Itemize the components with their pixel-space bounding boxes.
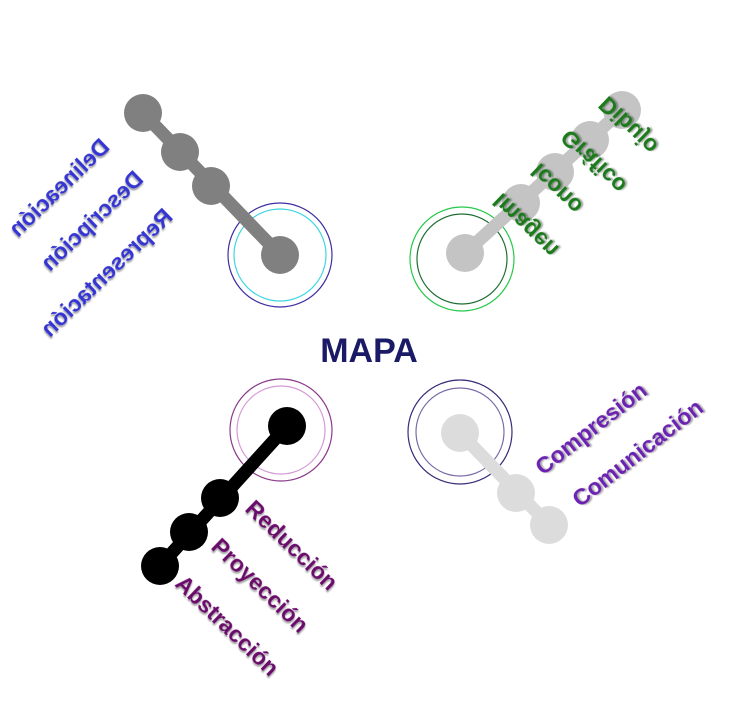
branch-bottom-left-ring-inner xyxy=(236,385,326,475)
branch-bottom-left-ring-outer xyxy=(229,378,333,482)
branch-top-left-node xyxy=(192,167,230,205)
branch-top-left-node xyxy=(161,133,199,171)
branch-bottom-right-node xyxy=(530,506,568,544)
branch-top-right-ring-outer xyxy=(409,206,515,312)
branch-bottom-left-node xyxy=(170,513,208,551)
branch-bottom-right-label: Comunicación xyxy=(567,394,708,512)
branch-top-right: Dibujo Gráfico Icono Imagen xyxy=(409,91,663,312)
branch-top-right-node xyxy=(603,91,641,129)
branch-bottom-right: Compresión Comunicación xyxy=(407,377,708,544)
branch-bottom-left: Reducción Proyección Abstracción xyxy=(141,378,343,681)
branch-top-right-node xyxy=(502,184,540,222)
branch-top-left-hub xyxy=(261,236,299,274)
branch-top-left-node xyxy=(124,94,162,132)
branch-top-right-hub xyxy=(446,234,484,272)
branch-top-left-ring-outer xyxy=(227,202,333,308)
branch-top-left: Delineación Descripción Representación xyxy=(3,94,333,342)
branch-bottom-right-node xyxy=(497,474,535,512)
branch-bottom-left-hub xyxy=(268,407,306,445)
branch-bottom-right-hub xyxy=(441,414,479,452)
branch-bottom-left-node xyxy=(141,547,179,585)
map-title: MAPA xyxy=(320,332,418,370)
branch-bottom-right-ring-outer xyxy=(407,379,513,485)
branch-top-left-ring-inner xyxy=(233,208,327,302)
branch-top-right-ring-inner xyxy=(416,213,508,305)
branch-top-right-node xyxy=(536,153,574,191)
branch-top-right-node xyxy=(571,121,609,159)
branch-bottom-right-ring-inner xyxy=(415,387,505,477)
branch-bottom-left-node xyxy=(201,479,239,517)
